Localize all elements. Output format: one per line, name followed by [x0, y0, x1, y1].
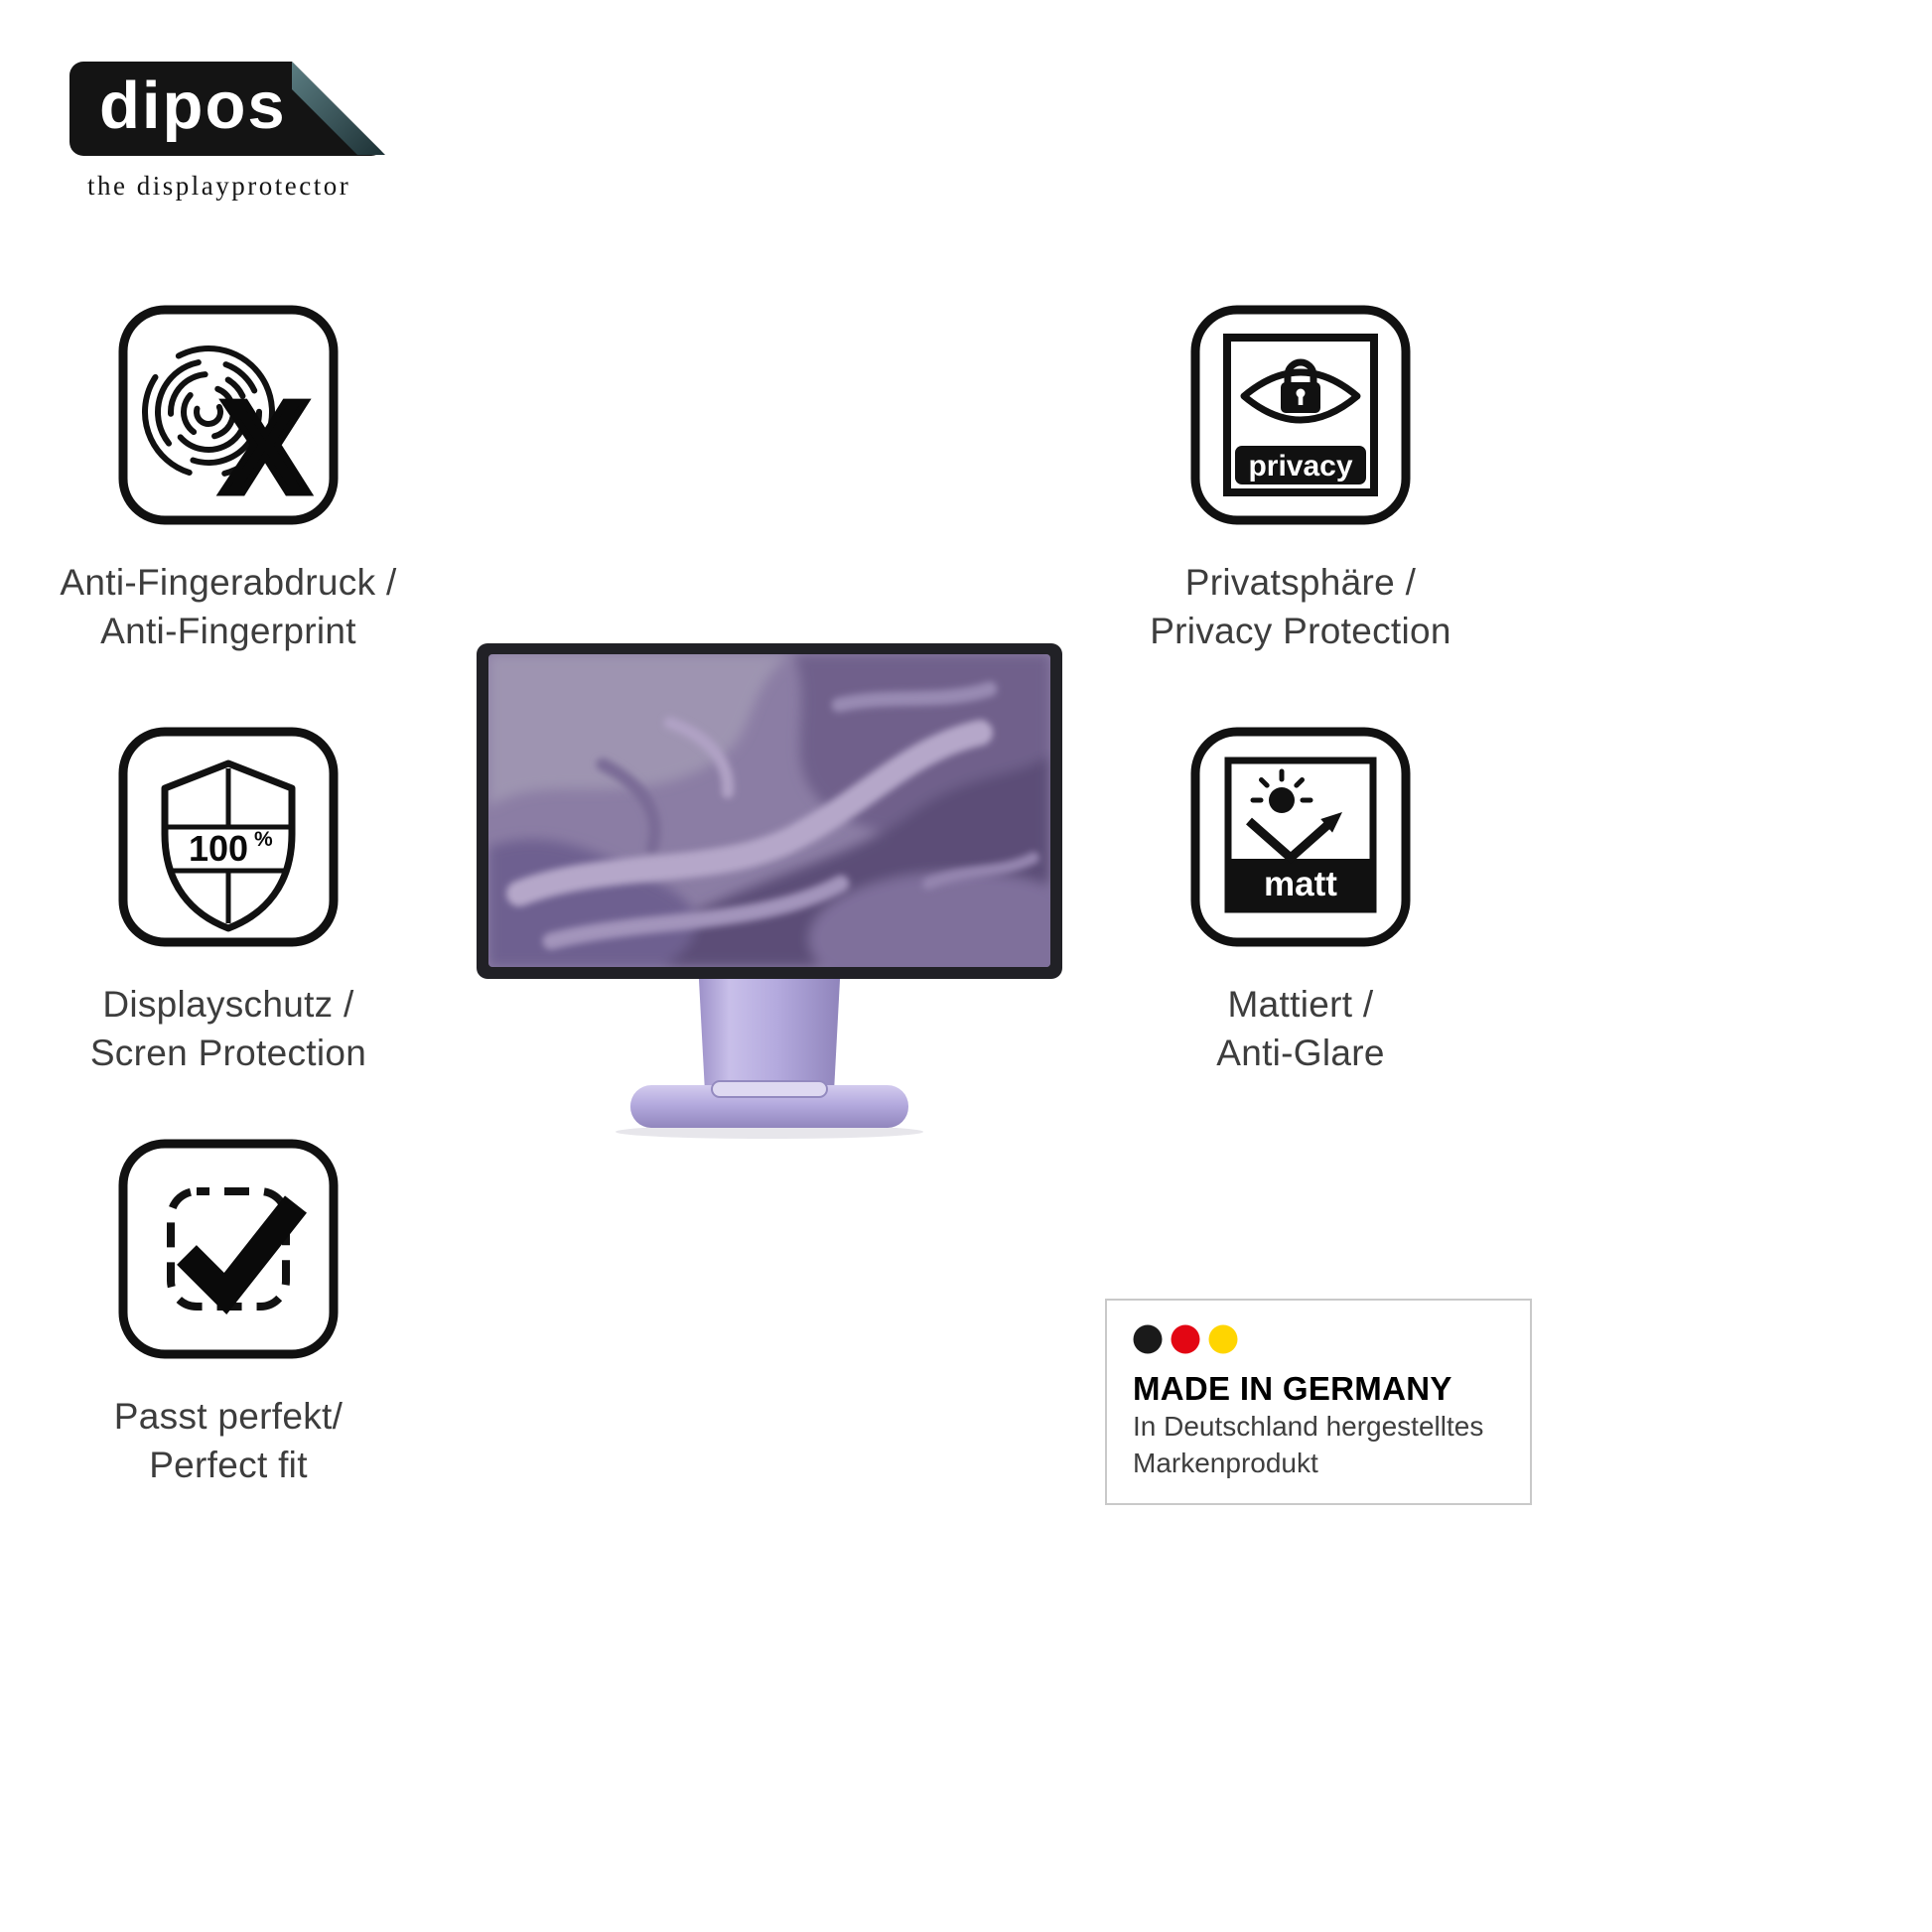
- label-line1: Mattiert /: [1227, 984, 1374, 1025]
- monitor-stand-hinge: [711, 1080, 828, 1098]
- logo-box: dipos: [69, 62, 385, 156]
- logo-brand-text: dipos: [99, 69, 287, 143]
- fingerprint-x-icon: X: [118, 305, 339, 525]
- feature-anti-fingerprint: X Anti-Fingerabdruck / Anti-Fingerprint: [0, 301, 457, 656]
- made-in-germany-badge: MADE IN GERMANY In Deutschland hergestel…: [1105, 1299, 1532, 1506]
- checkmark-frame-icon: [118, 1139, 339, 1359]
- monitor-shadow: [616, 1125, 923, 1139]
- feature-perfect-fit: Passt perfekt/ Perfect fit: [0, 1135, 457, 1490]
- monitor-stand-base: [630, 1085, 908, 1128]
- feature-screen-protection: 100 % Displayschutz / Scren Protection: [0, 723, 457, 1078]
- brand-logo: dipos the displayprotector: [69, 62, 385, 202]
- feature-label-anti-fingerprint: Anti-Fingerabdruck / Anti-Fingerprint: [60, 559, 396, 656]
- label-line1: Displayschutz /: [102, 984, 354, 1025]
- feature-label-anti-glare: Mattiert / Anti-Glare: [1216, 981, 1385, 1078]
- label-line2: Perfect fit: [149, 1444, 308, 1485]
- feature-privacy: privacy Privatsphäre / Privacy Protectio…: [1072, 301, 1529, 656]
- monitor-product-image: [477, 643, 1062, 1139]
- shield-100-icon: 100 %: [118, 727, 339, 947]
- monitor-stand-neck: [698, 961, 841, 1092]
- monitor-wallpaper: [488, 654, 1050, 967]
- label-line2: Privacy Protection: [1150, 610, 1451, 651]
- shield-percent-text: %: [254, 828, 273, 851]
- label-line2: Anti-Fingerprint: [100, 610, 356, 651]
- logo-fold-corner-icon: [292, 62, 385, 155]
- feature-label-screen-protection: Displayschutz / Scren Protection: [90, 981, 366, 1078]
- label-line2: Anti-Glare: [1216, 1032, 1385, 1073]
- feature-anti-glare: matt Mattiert / Anti-Glare: [1072, 723, 1529, 1078]
- label-line1: Anti-Fingerabdruck /: [60, 562, 397, 603]
- germany-flag-dots-icon: [1133, 1324, 1238, 1354]
- sun-rays: [1250, 768, 1313, 803]
- made-in-germany-line2: Markenprodukt: [1133, 1447, 1318, 1478]
- matt-sun-reflection-icon: matt: [1190, 727, 1411, 947]
- shield-100-text: 100: [189, 828, 248, 869]
- label-line2: Scren Protection: [89, 1032, 367, 1073]
- x-letter: X: [221, 374, 309, 520]
- feature-label-privacy: Privatsphäre / Privacy Protection: [1150, 559, 1451, 656]
- privacy-badge-text: privacy: [1248, 450, 1352, 483]
- privacy-eye-lock-icon: privacy: [1190, 305, 1411, 525]
- feature-label-perfect-fit: Passt perfekt/ Perfect fit: [114, 1393, 343, 1490]
- made-in-germany-line1: In Deutschland hergestelltes: [1133, 1411, 1484, 1443]
- label-line1: Passt perfekt/: [113, 1396, 344, 1437]
- made-in-germany-title: MADE IN GERMANY: [1133, 1370, 1452, 1407]
- label-line1: Privatsphäre /: [1184, 562, 1417, 603]
- matt-badge-text: matt: [1264, 865, 1337, 903]
- logo-tagline: the displayprotector: [87, 171, 351, 201]
